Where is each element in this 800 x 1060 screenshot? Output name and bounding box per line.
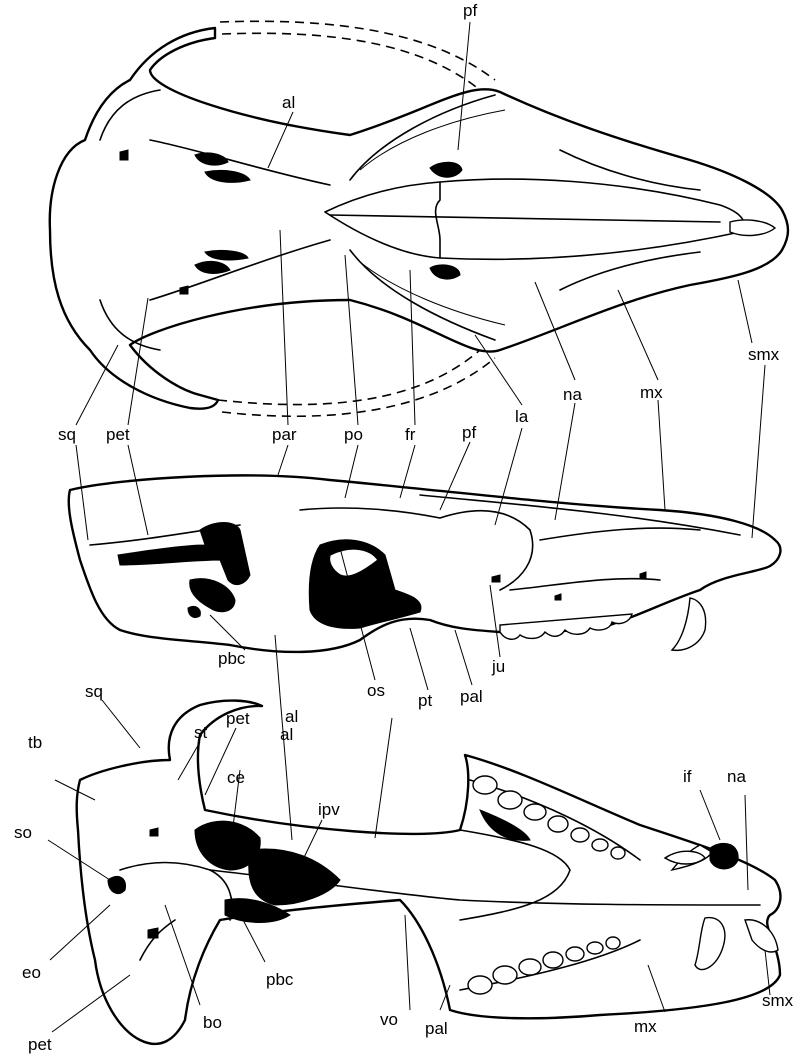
dorsal-dashed-arch-top-inner [221,32,481,91]
label-ventral-pbc: pbc [266,970,294,989]
dorsal-nasal-outline [439,178,745,261]
dorsal-orbit-top-2 [359,109,506,326]
label-ventral-sq: sq [85,682,103,701]
lateral-small-foramen [187,605,201,619]
labels: pf al smx mx na la fr po par pet sq pf p… [14,1,794,1054]
ventral-oval-bone [663,850,706,865]
label-ventral-bo: bo [203,1013,222,1032]
label-ventral-pet: pet [226,709,250,728]
lateral-infraorbital-dot-1 [639,571,647,579]
dorsal-midline [329,214,721,223]
dorsal-foramen-upper-1 [194,152,229,166]
label-dorsal-smx: smx [748,345,780,364]
dorsal-outline [48,26,790,410]
label-ventral-eo: eo [22,963,41,982]
label-ventral-tb: tb [28,733,42,752]
ventral-foramen-small-1 [147,927,159,939]
dorsal-foramen-lower-3 [179,285,189,295]
label-lateral-al: al [285,707,298,726]
label-ventral-al-upper: al [280,725,293,744]
dorsal-dashed-arch-bottom-inner [221,357,496,418]
label-ventral-ce: ce [227,768,245,787]
label-dorsal-sq: sq [58,425,76,444]
ventral-foramen-small-2 [149,827,159,837]
label-dorsal-pet: pet [106,425,130,444]
dorsal-arch-left [99,89,161,351]
label-ventral-mx: mx [634,1017,657,1036]
label-lateral-pbc: pbc [218,649,246,668]
dorsal-parietal-area [149,139,331,301]
ventral-view-skull [75,699,782,1046]
dorsal-maxilla-suture-2 [559,251,701,291]
label-dorsal-po: po [344,425,363,444]
dorsal-dashed-arch-bottom [217,349,481,406]
lateral-view-skull [67,474,782,654]
lateral-maxilla-line [509,577,661,591]
lateral-temporal-opening [117,522,251,586]
ventral-incisive-foramen [709,842,739,870]
label-ventral-smx: smx [762,991,794,1010]
label-ventral-so: so [14,823,32,842]
dorsal-view-skull [48,20,790,418]
label-lateral-pt: pt [418,691,432,710]
ventral-lower-teeth [467,936,621,995]
label-lateral-pal: pal [460,687,483,706]
label-lateral-pf: pf [462,423,476,442]
ventral-palatal-black [479,809,531,841]
lateral-infraorbital-dot-2 [554,593,562,601]
lateral-cheek-teeth [499,613,633,640]
lateral-jugal-dot [491,574,501,583]
label-ventral-if: if [683,767,692,786]
ventral-basicranium [119,861,233,961]
label-dorsal-par: par [272,425,297,444]
label-dorsal-na: na [563,385,582,404]
label-ventral-pet-lower: pet [28,1035,52,1054]
ventral-incisors [744,919,779,953]
leader-lines [47,21,771,1033]
lateral-posterior-opening [189,578,236,613]
dorsal-lacrimal-upper [429,161,463,178]
dorsal-frontal-outline [324,181,441,259]
ventral-upper-teeth [472,775,626,860]
lateral-nasal-line [419,494,741,536]
ventral-condyle-left [107,875,127,895]
label-dorsal-pf: pf [463,1,477,20]
label-lateral-os: os [367,681,385,700]
dorsal-lacrimal-lower [429,264,461,280]
label-dorsal-al: al [282,93,295,112]
label-ventral-pal: pal [425,1019,448,1038]
dorsal-snout-tip-upper [729,219,777,237]
lateral-outline [67,474,782,654]
ventral-canine-lower [694,916,726,971]
lateral-sutures [89,507,701,591]
label-dorsal-la: la [515,407,529,426]
label-dorsal-fr: fr [405,425,416,444]
ventral-outline [75,699,782,1046]
label-lateral-ju: ju [491,657,505,676]
label-ventral-st: st [194,723,208,742]
dorsal-foramen-lower-2 [204,249,249,261]
label-ventral-na: na [727,767,746,786]
dorsal-maxilla-suture [559,149,701,191]
lateral-canine [670,597,707,652]
dorsal-foramen-upper-3 [119,149,129,161]
dorsal-foramen-lower-1 [194,260,231,274]
ventral-interpterygoid-vacuity [248,848,341,906]
dorsal-dashed-arch-top [219,20,496,81]
label-dorsal-mx: mx [640,383,663,402]
dorsal-foramen-upper-2 [204,169,251,183]
label-ventral-vo: vo [380,1010,398,1029]
label-ventral-ipv: ipv [318,800,340,819]
ventral-palate-suture [459,829,571,921]
